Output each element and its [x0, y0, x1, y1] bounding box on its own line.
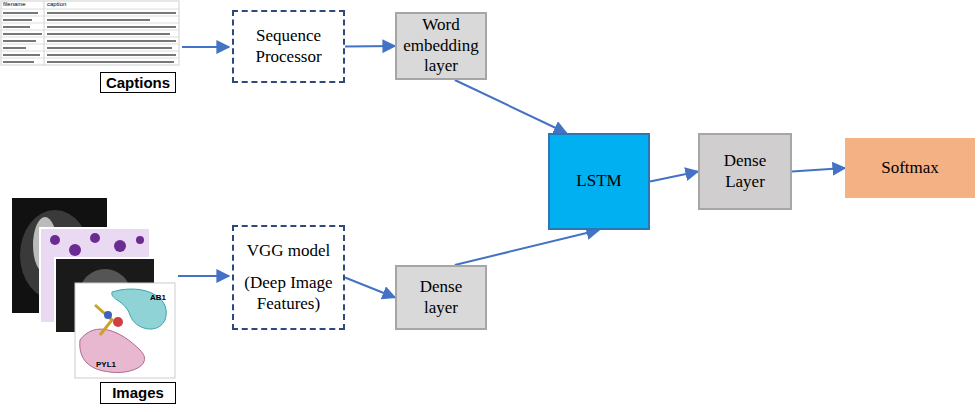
- box-text: Word embedding layer: [403, 15, 479, 76]
- process-box: Sequence Processor: [232, 10, 345, 83]
- box-text: Dense Layer: [706, 151, 784, 192]
- flow-arrow: [455, 80, 567, 133]
- structure-label: AB1: [150, 293, 166, 302]
- box-text: Captions: [106, 74, 170, 92]
- layer-box: Dense Layer: [698, 133, 792, 210]
- box-text: VGG model: [247, 241, 331, 261]
- softmax-box: Softmax: [845, 138, 975, 198]
- image-stack: [12, 198, 175, 378]
- flow-arrow: [650, 172, 698, 182]
- flow-arrow: [455, 230, 599, 265]
- table-header: caption: [47, 1, 66, 7]
- box-text: Images: [112, 384, 164, 402]
- flow-arrow: [345, 278, 395, 298]
- layer-box: Dense layer: [395, 265, 487, 330]
- caption-tag: Images: [100, 382, 176, 404]
- lstm-box: LSTM: [548, 133, 650, 230]
- process-box: VGG model (Deep Image Features): [232, 225, 345, 330]
- box-text: LSTM: [576, 171, 621, 191]
- box-text: Dense layer: [403, 277, 479, 318]
- input-arrow: [182, 46, 229, 48]
- box-text: Sequence Processor: [240, 26, 337, 67]
- input-arrow: [178, 275, 229, 277]
- table-header: filename: [3, 1, 26, 7]
- caption-tag: Captions: [100, 72, 176, 93]
- layer-box: Word embedding layer: [395, 12, 487, 80]
- captions-table: [1, 1, 179, 65]
- box-text: Softmax: [881, 158, 939, 178]
- box-text: (Deep Image Features): [240, 273, 337, 314]
- flow-arrow: [345, 45, 395, 48]
- flow-arrow: [792, 168, 845, 172]
- structure-label: PYL1: [96, 360, 116, 369]
